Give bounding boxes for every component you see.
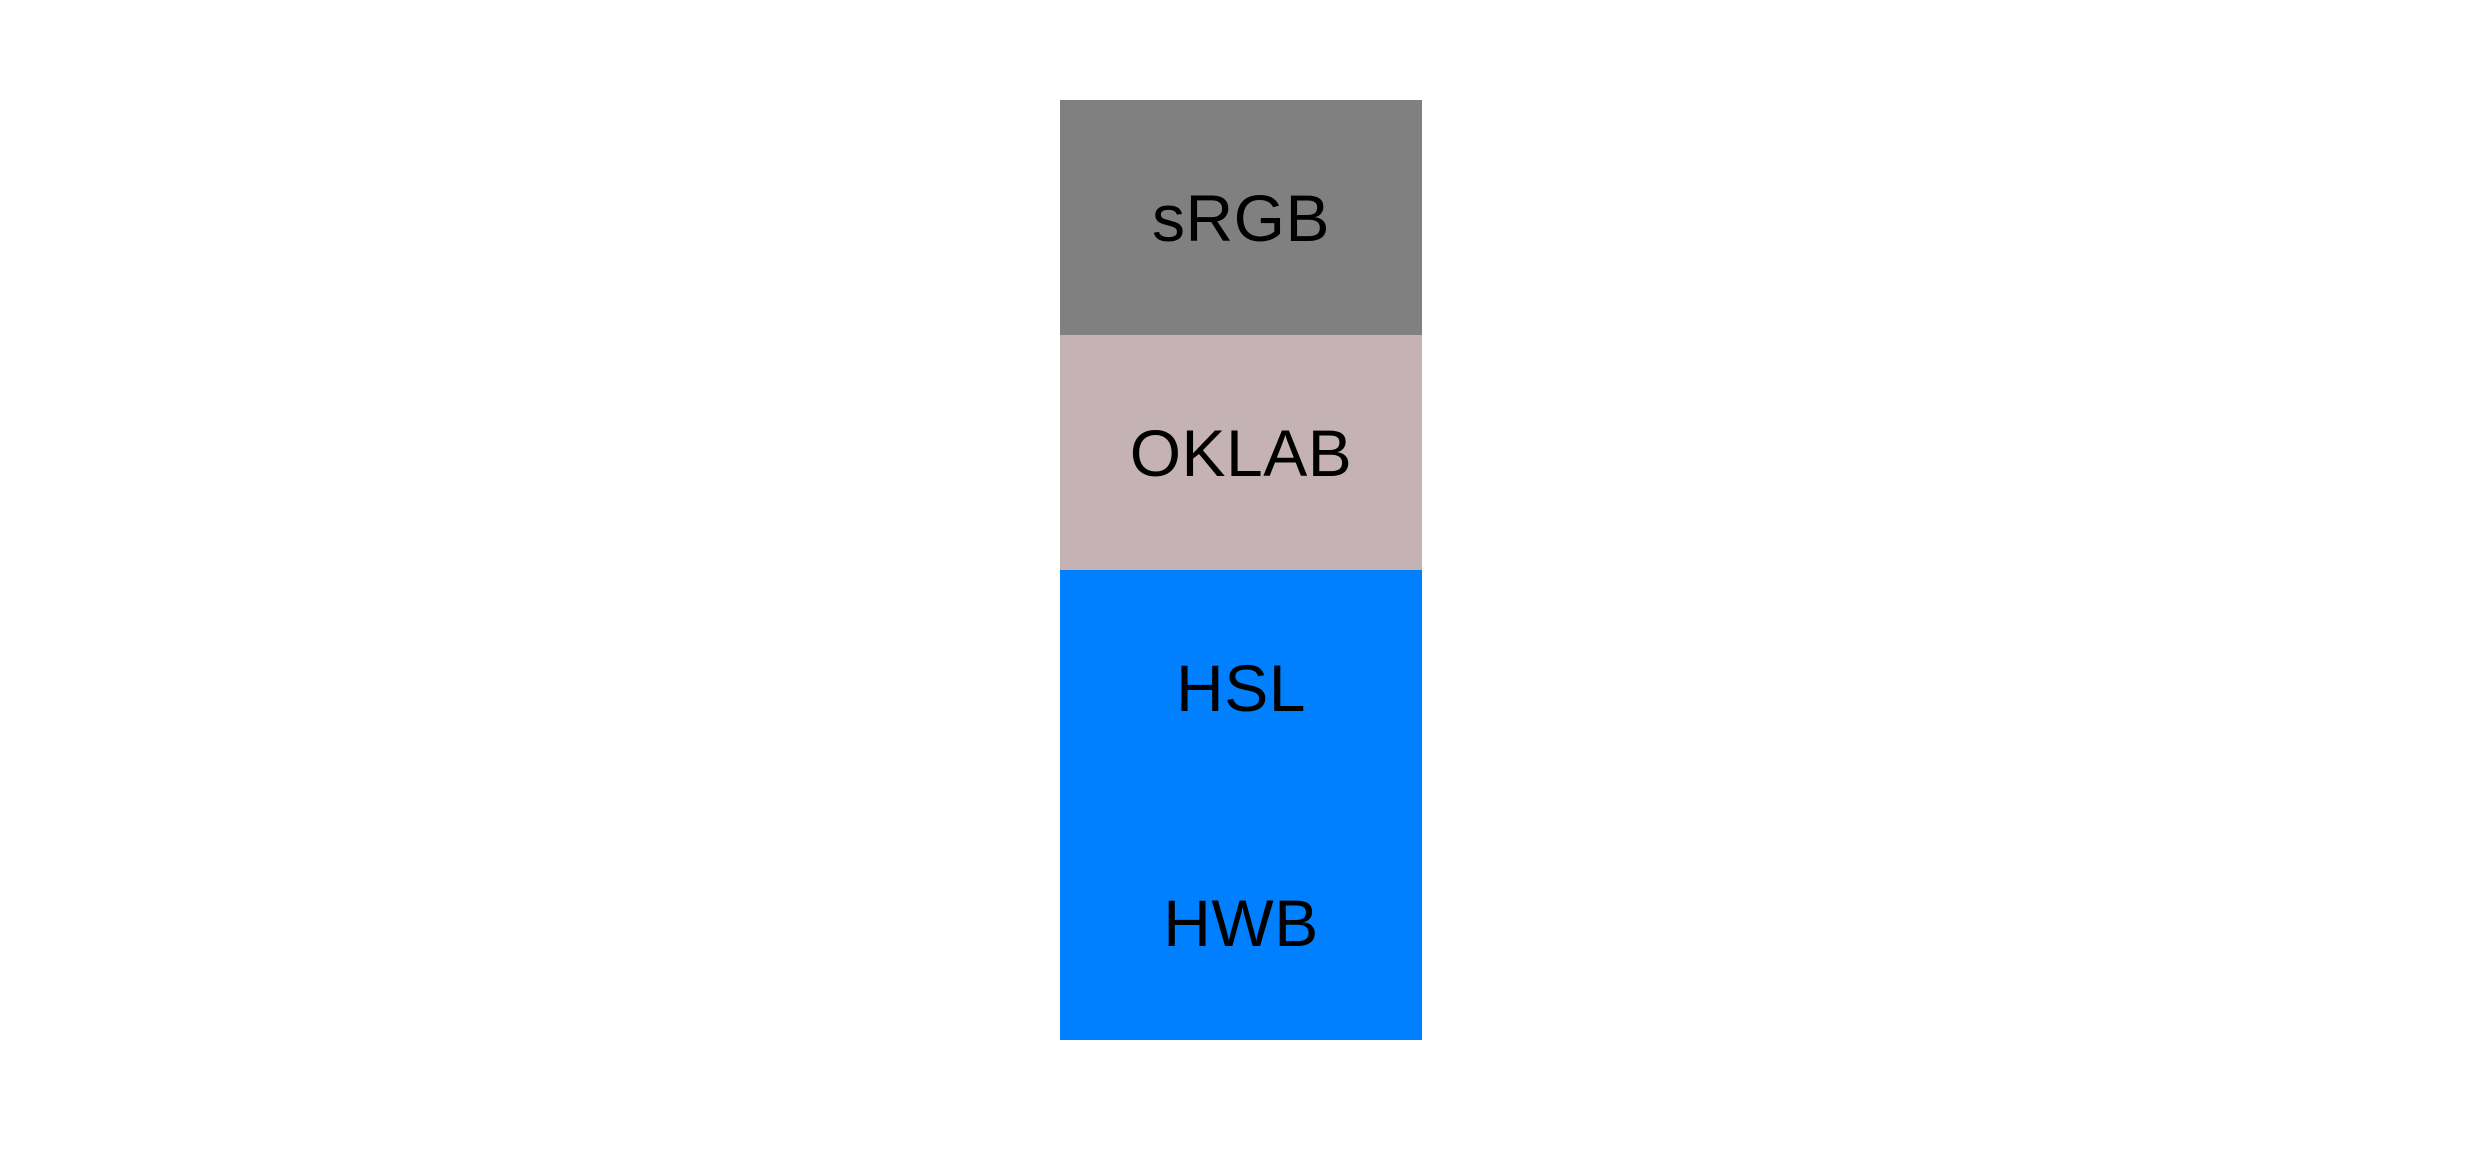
color-space-swatch-stack: sRGB OKLAB HSL HWB (1060, 100, 1422, 1040)
swatch-hwb: HWB (1060, 805, 1422, 1040)
swatch-srgb: sRGB (1060, 100, 1422, 335)
swatch-oklab-label: OKLAB (1129, 415, 1353, 490)
swatch-hwb-label: HWB (1163, 885, 1319, 960)
swatch-oklab: OKLAB (1060, 335, 1422, 570)
swatch-hsl: HSL (1060, 570, 1422, 805)
swatch-hsl-label: HSL (1176, 650, 1306, 725)
swatch-srgb-label: sRGB (1151, 180, 1331, 255)
